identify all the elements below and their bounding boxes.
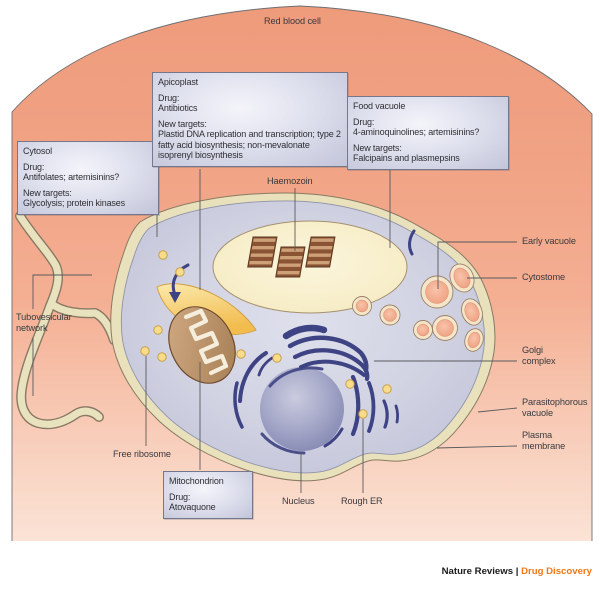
plasma-membrane-label: Plasma membrane bbox=[522, 430, 566, 451]
journal-credit: Nature Reviews | Drug Discovery bbox=[442, 566, 592, 577]
golgi-complex-label: Golgi complex bbox=[522, 345, 556, 366]
parasitophorous-vacuole-label: Parasitophorous vacuole bbox=[522, 397, 588, 418]
free-ribosome-label: Free ribosome bbox=[113, 449, 171, 459]
drug-value: Antibiotics bbox=[158, 103, 198, 114]
free-ribosome-dots bbox=[140, 250, 392, 419]
box-title: Apicoplast bbox=[158, 77, 199, 87]
red-blood-cell-label: Red blood cell bbox=[264, 16, 321, 26]
early-vacuole-label: Early vacuole bbox=[522, 236, 576, 246]
targets-label: New targets: bbox=[353, 142, 402, 153]
publication-name: Drug Discovery bbox=[521, 566, 592, 577]
haemozoin-label: Haemozoin bbox=[267, 176, 313, 186]
mitochondrion-info-box: Mitochondrion Drug: Atovaquone bbox=[163, 471, 253, 519]
vesicle-budding-pair bbox=[413, 315, 458, 341]
drug-label: Drug: bbox=[169, 491, 191, 502]
nucleus-shape bbox=[260, 366, 344, 455]
credit-separator: | bbox=[513, 566, 522, 577]
food-vacuole-info-box: Food vacuole Drug: 4-aminoquinolines; ar… bbox=[347, 96, 509, 170]
targets-value: Plastid DNA replication and transcriptio… bbox=[158, 129, 341, 161]
drug-value: Antifolates; artemisinins? bbox=[23, 172, 120, 183]
leader-early-vacuole bbox=[437, 241, 517, 289]
mitochondrion-shape bbox=[168, 306, 236, 384]
leader-plasma-membrane bbox=[436, 445, 518, 449]
apicoplast-info-box: Apicoplast Drug: Antibiotics New targets… bbox=[152, 72, 348, 167]
nucleus-label: Nucleus bbox=[282, 496, 315, 506]
rough-er-label: Rough ER bbox=[341, 496, 383, 506]
targets-label: New targets: bbox=[158, 118, 207, 129]
drug-label: Drug: bbox=[158, 92, 180, 103]
early-vacuole-vesicles bbox=[352, 263, 484, 352]
journal-name: Nature Reviews bbox=[441, 566, 514, 577]
vesicle-transport-arrow bbox=[169, 263, 190, 303]
tubovesicular-network-shape bbox=[15, 211, 119, 430]
targets-value: Glycolysis; protein kinases bbox=[23, 198, 125, 209]
leader-parasitophorous bbox=[477, 407, 518, 413]
targets-value: Falcipains and plasmepsins bbox=[353, 153, 460, 164]
haemozoin-crystals bbox=[247, 236, 336, 278]
early-vacuole-large bbox=[420, 275, 454, 309]
cytostome-vesicle bbox=[449, 263, 475, 293]
cytosol-info-box: Cytosol Drug: Antifolates; artemisinins?… bbox=[17, 141, 159, 215]
drug-value: 4-aminoquinolines; artemisinins? bbox=[353, 127, 480, 138]
targets-label: New targets: bbox=[23, 187, 72, 198]
drug-label: Drug: bbox=[23, 161, 45, 172]
box-title: Food vacuole bbox=[353, 101, 406, 111]
drug-label: Drug: bbox=[353, 116, 375, 127]
box-title: Cytosol bbox=[23, 146, 52, 156]
food-vacuole-shape bbox=[212, 220, 408, 314]
cytostome-label: Cytostome bbox=[522, 272, 566, 282]
tubovesicular-network-label: Tubovesicular network bbox=[16, 312, 72, 333]
drug-value: Atovaquone bbox=[169, 502, 216, 513]
leader-tubovesicular-top bbox=[32, 274, 92, 309]
er-golgi-arcs bbox=[233, 229, 416, 448]
box-title: Mitochondrion bbox=[169, 476, 224, 486]
